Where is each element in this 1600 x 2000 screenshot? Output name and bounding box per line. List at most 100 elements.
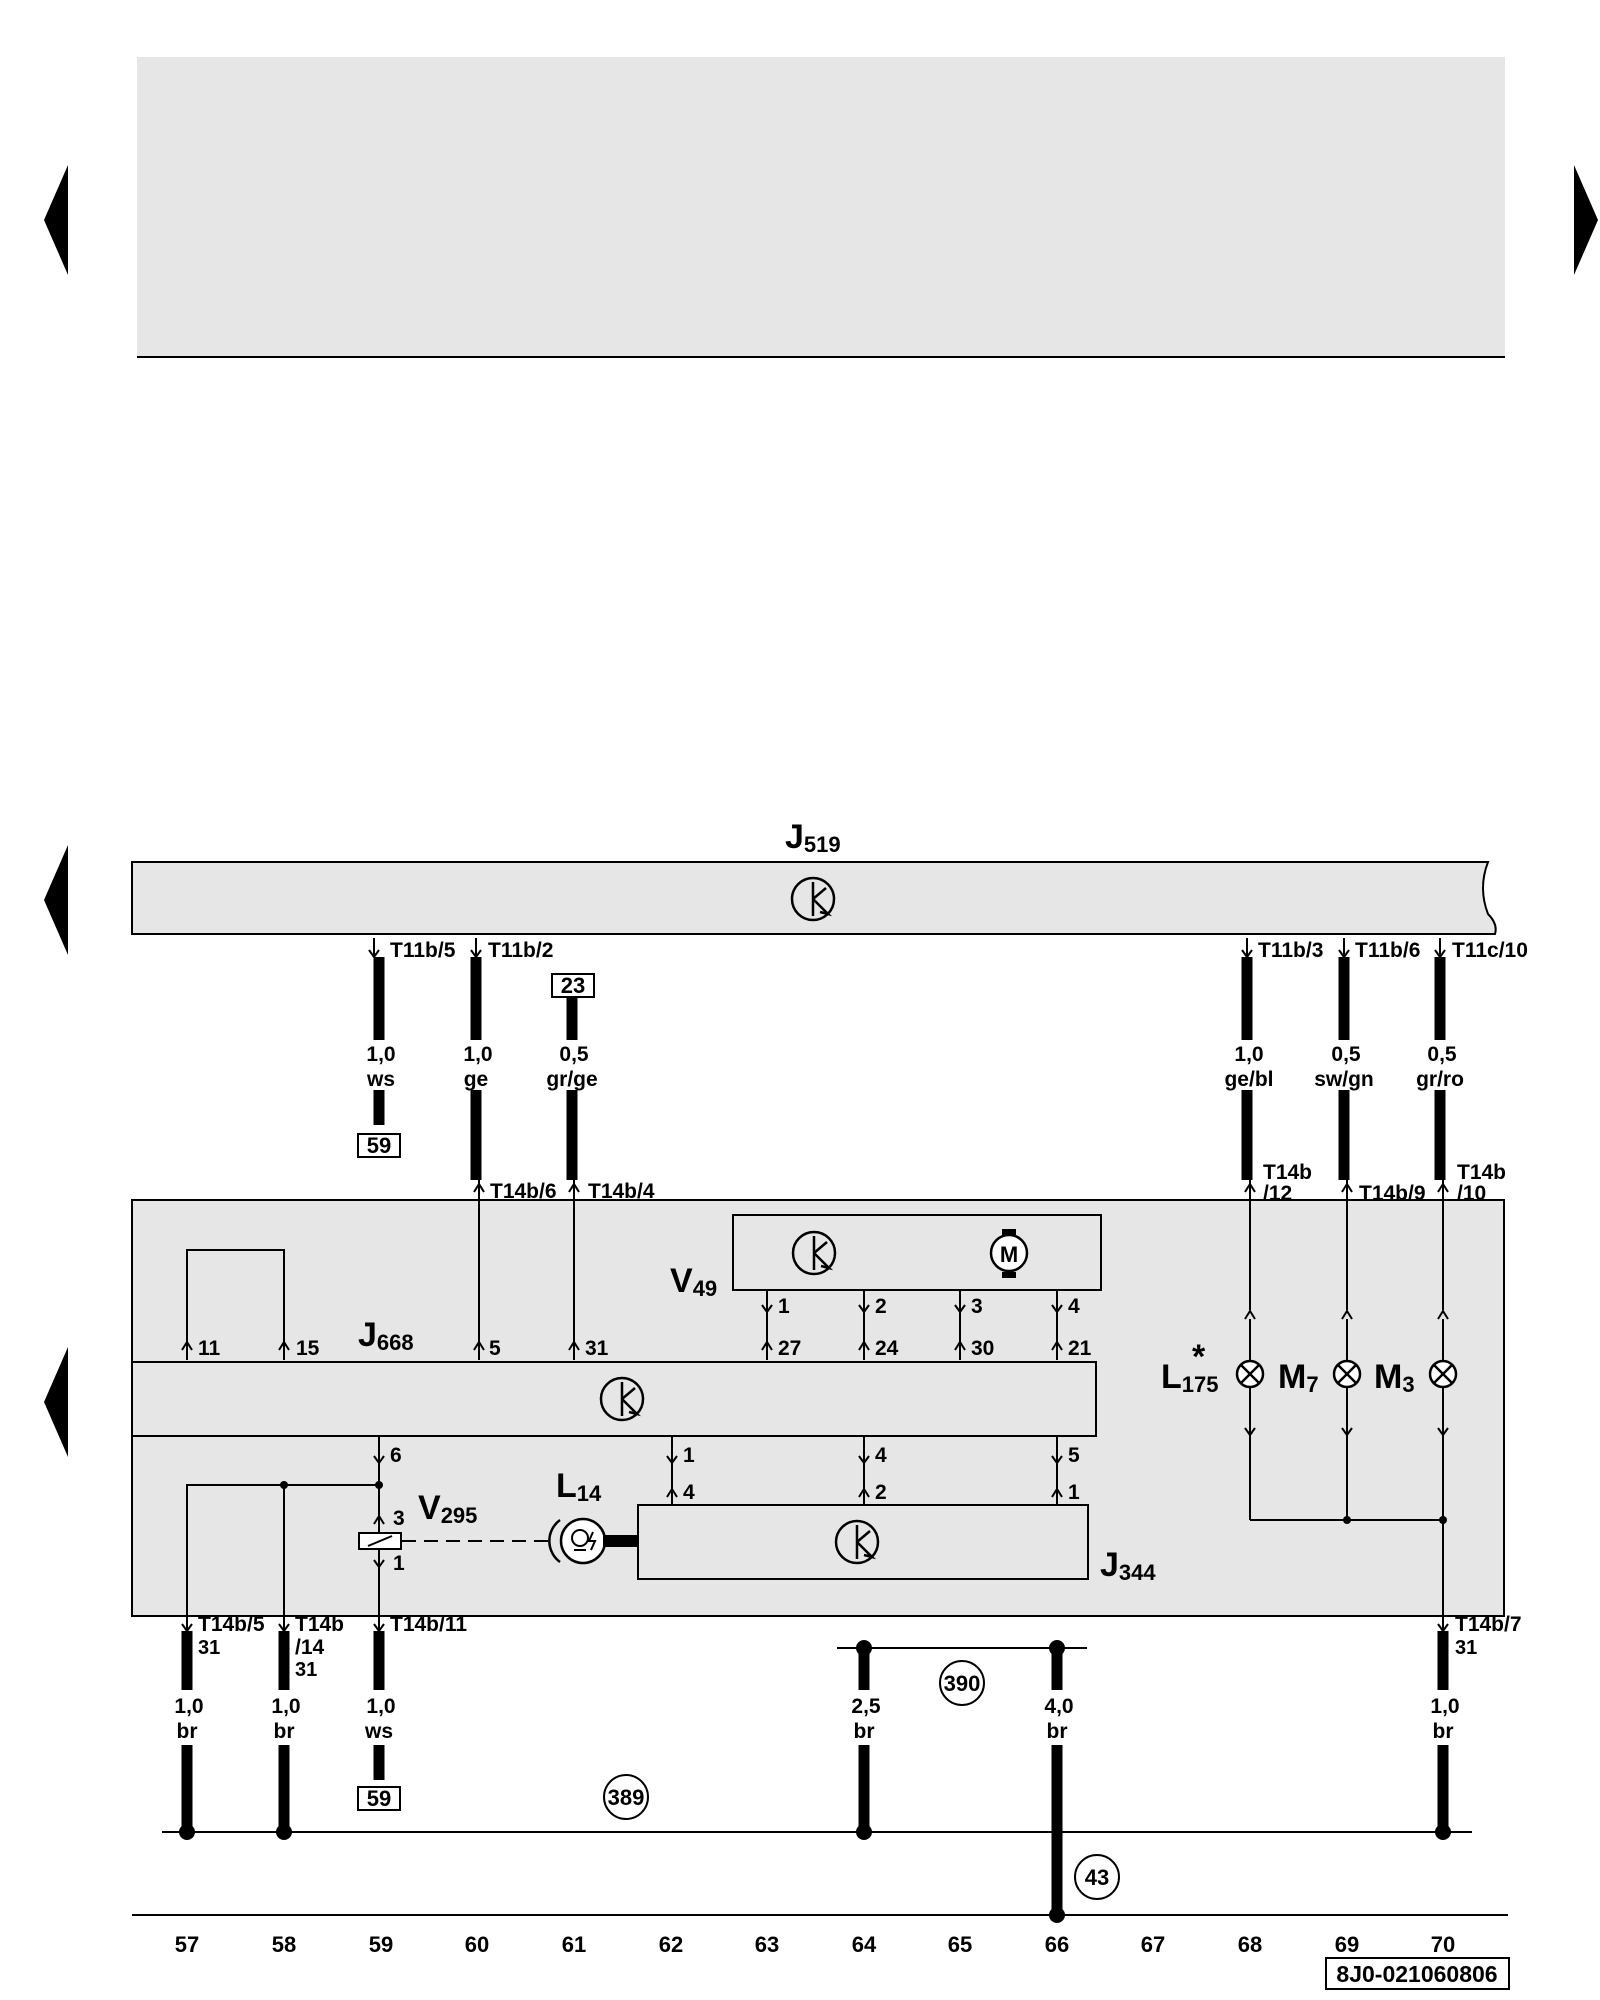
j344-control-unit	[637, 1504, 1089, 1580]
column-number: 61	[562, 1932, 586, 1957]
lamp-l175-icon	[1235, 1359, 1265, 1389]
wire-color: ws	[364, 1720, 393, 1743]
column-number: 68	[1238, 1932, 1262, 1957]
ground-31: 31	[295, 1659, 317, 1681]
connector-t14b6: T14b/6	[490, 1180, 557, 1203]
column-number: 70	[1431, 1932, 1455, 1957]
wire-color: ge	[464, 1068, 489, 1091]
document-code: 8J0-021060806	[1336, 1961, 1497, 1987]
j668-label: J668	[358, 1316, 414, 1355]
column-number: 66	[1045, 1932, 1069, 1957]
ref-box-59-top: 59	[367, 1133, 391, 1158]
wire-size: 2,5	[851, 1695, 881, 1718]
pin: 5	[1068, 1444, 1080, 1467]
ref-circle-389: 389	[608, 1785, 645, 1810]
wire-size: 1,0	[463, 1043, 492, 1066]
next-page-arrow-icon[interactable]	[1574, 165, 1598, 275]
column-number: 67	[1141, 1932, 1165, 1957]
electronic-symbol-icon	[834, 1519, 880, 1565]
ref-box-59-bottom: 59	[367, 1786, 391, 1811]
electronic-symbol-icon	[599, 1376, 645, 1422]
wire-color: ge/bl	[1224, 1068, 1273, 1091]
pin: 1	[393, 1552, 405, 1575]
v295-label: V295	[418, 1489, 477, 1528]
pin: 2	[875, 1295, 887, 1318]
wire-size: 1,0	[1430, 1695, 1459, 1718]
pin: 1	[778, 1295, 790, 1318]
column-number: 57	[175, 1932, 199, 1957]
connector-t14b9: T14b/9	[1359, 1182, 1426, 1205]
connector-t14b-12: /12	[1263, 1182, 1292, 1205]
m7-label: M7	[1278, 1358, 1319, 1397]
pin: 27	[778, 1337, 801, 1360]
j519-label: J519	[785, 818, 841, 857]
connector-t14b-14: /14	[295, 1636, 325, 1659]
connector-t14b-10: /10	[1457, 1182, 1486, 1205]
ground-31: 31	[198, 1637, 220, 1659]
connector-t14b11: T14b/11	[390, 1613, 467, 1636]
j668-control-unit	[131, 1361, 1097, 1437]
pin: 4	[1068, 1295, 1080, 1318]
pin: 21	[1068, 1337, 1092, 1360]
pin: 24	[875, 1337, 899, 1360]
connector-t14b7: T14b/7	[1455, 1613, 1522, 1636]
connector-t11b2: T11b/2	[488, 939, 553, 962]
header-panel	[137, 57, 1505, 357]
wire-size: 0,5	[1331, 1043, 1361, 1066]
connector-t14b: T14b	[295, 1613, 344, 1636]
electronic-symbol-icon	[790, 876, 836, 922]
connector-t11b5: T11b/5	[390, 939, 456, 962]
ground-31: 31	[1455, 1637, 1477, 1659]
wire-color: br	[1433, 1720, 1454, 1743]
wire-size: 0,5	[559, 1043, 589, 1066]
column-number: 64	[852, 1932, 877, 1957]
column-number: 65	[948, 1932, 972, 1957]
l14-label: L14	[556, 1467, 602, 1506]
v49-window-motor	[732, 1214, 1102, 1291]
motor-icon: M	[989, 1229, 1029, 1278]
connector-t14b5: T14b/5	[198, 1613, 265, 1636]
wire-size: 4,0	[1044, 1695, 1073, 1718]
column-number: 58	[272, 1932, 296, 1957]
wire-size: 1,0	[271, 1695, 300, 1718]
svg-text:M: M	[1000, 1242, 1018, 1267]
wire-color: br	[854, 1720, 875, 1743]
pin: 1	[683, 1444, 695, 1467]
column-number: 69	[1335, 1932, 1359, 1957]
wire-color: br	[177, 1720, 198, 1743]
pin: 11	[198, 1337, 221, 1360]
pin: 6	[390, 1444, 402, 1467]
pin: 3	[971, 1295, 983, 1318]
pin: 1	[1068, 1481, 1080, 1504]
l175-label: L175	[1161, 1358, 1219, 1397]
lamp-m3-icon	[1428, 1359, 1458, 1389]
lamp-m7-icon	[1332, 1359, 1362, 1389]
pin: 4	[875, 1444, 887, 1467]
wire-size: 1,0	[366, 1695, 395, 1718]
v49-label: V49	[670, 1262, 717, 1301]
ref-circle-390: 390	[944, 1671, 981, 1696]
m3-label: M3	[1374, 1358, 1415, 1397]
column-number: 59	[369, 1932, 393, 1957]
column-number: 63	[755, 1932, 779, 1957]
column-number: 62	[659, 1932, 683, 1957]
wire-color: ws	[366, 1068, 395, 1091]
connector-t14b: T14b	[1263, 1161, 1312, 1184]
l175-asterisk: *	[1192, 1338, 1206, 1376]
pin: 3	[393, 1507, 405, 1530]
left-marker-arrow-icon-2	[44, 1347, 68, 1457]
wire-size: 0,5	[1427, 1043, 1457, 1066]
pin: 4	[683, 1481, 695, 1504]
connector-t11b6: T11b/6	[1355, 939, 1420, 962]
wire-color: gr/ge	[546, 1068, 597, 1091]
pin: 15	[296, 1337, 320, 1360]
wire-color: br	[274, 1720, 295, 1743]
wire-size: 1,0	[1234, 1043, 1263, 1066]
pin: 5	[489, 1337, 501, 1360]
wire-size: 1,0	[366, 1043, 395, 1066]
connector-t11b3: T11b/3	[1258, 939, 1323, 962]
connector-t14b4: T14b/4	[588, 1180, 655, 1203]
prev-page-arrow-icon[interactable]	[44, 165, 68, 275]
wire-color: gr/ro	[1416, 1068, 1464, 1091]
